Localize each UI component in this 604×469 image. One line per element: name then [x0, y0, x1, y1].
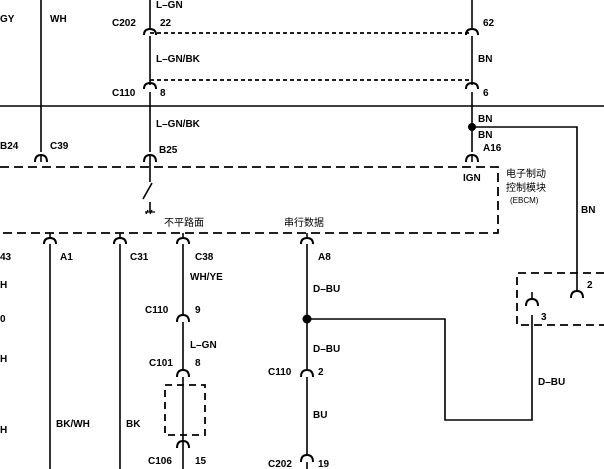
pin-c38 — [176, 236, 190, 245]
wire-label-d-bu-1: D–BU — [313, 284, 340, 295]
wire-label-l-gn-mid: L–GN — [190, 340, 217, 351]
pin-c202-19 — [300, 453, 314, 463]
right-connector-box — [516, 272, 604, 326]
pin-label-9: 9 — [195, 305, 201, 316]
pin-label-62: 62 — [483, 18, 495, 29]
pin-label-c110-2: 2 — [318, 367, 324, 378]
wire-label-d-bu-3: D–BU — [538, 377, 565, 388]
module-label-line1: 电子制动 — [506, 167, 546, 180]
pin-label-8: 8 — [160, 88, 166, 99]
pin-a8 — [300, 236, 314, 245]
wire-d-bu-right — [307, 315, 533, 421]
pin-c31 — [113, 236, 127, 245]
connector-b24: B24 — [0, 141, 19, 152]
pin-3 — [525, 297, 539, 307]
pin-c110-9 — [176, 313, 190, 323]
wire-label-d-bu-2: D–BU — [313, 344, 340, 355]
wire-label-bn-3: BN — [478, 130, 492, 141]
connector-a16: A16 — [483, 143, 502, 154]
pin-c106-15 — [176, 439, 190, 449]
pin-c110-2 — [300, 368, 314, 378]
wire-label-wh-ye: WH/YE — [190, 272, 223, 283]
connector-c202-bottom: C202 — [268, 459, 292, 469]
pin-label-22: 22 — [160, 18, 172, 29]
left-label-h3: H — [0, 425, 7, 436]
wire-label-l-gn-bk-1: L–GN/BK — [156, 54, 201, 65]
ebcm-module-box — [0, 166, 499, 234]
pin-label-19: 19 — [318, 459, 330, 469]
pin-62 — [465, 27, 479, 36]
pin-c101-8 — [176, 368, 190, 378]
connector-a8: A8 — [318, 252, 331, 263]
wire-bn-right — [472, 126, 578, 285]
connector-c202-top: C202 — [112, 18, 136, 29]
module-label-line2: 控制模块 — [506, 181, 546, 194]
connector-c110-top: C110 — [112, 88, 136, 99]
connector-c110-low: C110 — [145, 305, 169, 316]
pin-c110-8 — [143, 81, 157, 90]
rough-road-label: 不平路面 — [164, 216, 204, 229]
wire-label-bn-right: BN — [581, 205, 595, 216]
module-label-line3: (EBCM) — [510, 196, 539, 205]
wire-label-bn-2: BN — [478, 114, 492, 125]
connector-c110-mid: C110 — [268, 367, 292, 378]
wire-label-bk: BK — [126, 419, 141, 430]
connector-c39: C39 — [50, 141, 69, 152]
ign-label: IGN — [463, 173, 481, 184]
wire-label-gy: GY — [0, 14, 15, 25]
left-label-h1: H — [0, 280, 7, 291]
wire-label-l-gn: L–GN — [156, 0, 183, 11]
connector-c106: C106 — [148, 456, 172, 467]
left-label-0: 0 — [0, 314, 6, 325]
pin-a1 — [43, 236, 57, 245]
serial-data-label: 串行数据 — [284, 216, 324, 229]
connector-c38: C38 — [195, 252, 214, 263]
wire-label-bk-wh: BK/WH — [56, 419, 90, 430]
connector-c31: C31 — [130, 252, 149, 263]
wire-label-bu: BU — [313, 410, 327, 421]
connector-c101: C101 — [149, 358, 173, 369]
pin-6 — [465, 81, 479, 90]
pin-2 — [570, 289, 584, 299]
connector-a1: A1 — [60, 252, 73, 263]
pin-label-c101-8: 8 — [195, 358, 201, 369]
pin-label-15: 15 — [195, 456, 207, 467]
pin-label-2: 2 — [587, 280, 593, 291]
wire-label-wh: WH — [50, 14, 67, 25]
left-label-h2: H — [0, 354, 7, 365]
pin-label-6: 6 — [483, 88, 489, 99]
pin-label-3: 3 — [541, 312, 547, 323]
connector-b25: B25 — [159, 145, 178, 156]
inline-component-box — [164, 384, 206, 436]
pin-c202-22 — [143, 27, 157, 36]
wire-label-bn-1: BN — [478, 54, 492, 65]
wire-label-l-gn-bk-2: L–GN/BK — [156, 119, 201, 130]
pin-label-43: 43 — [0, 252, 12, 263]
